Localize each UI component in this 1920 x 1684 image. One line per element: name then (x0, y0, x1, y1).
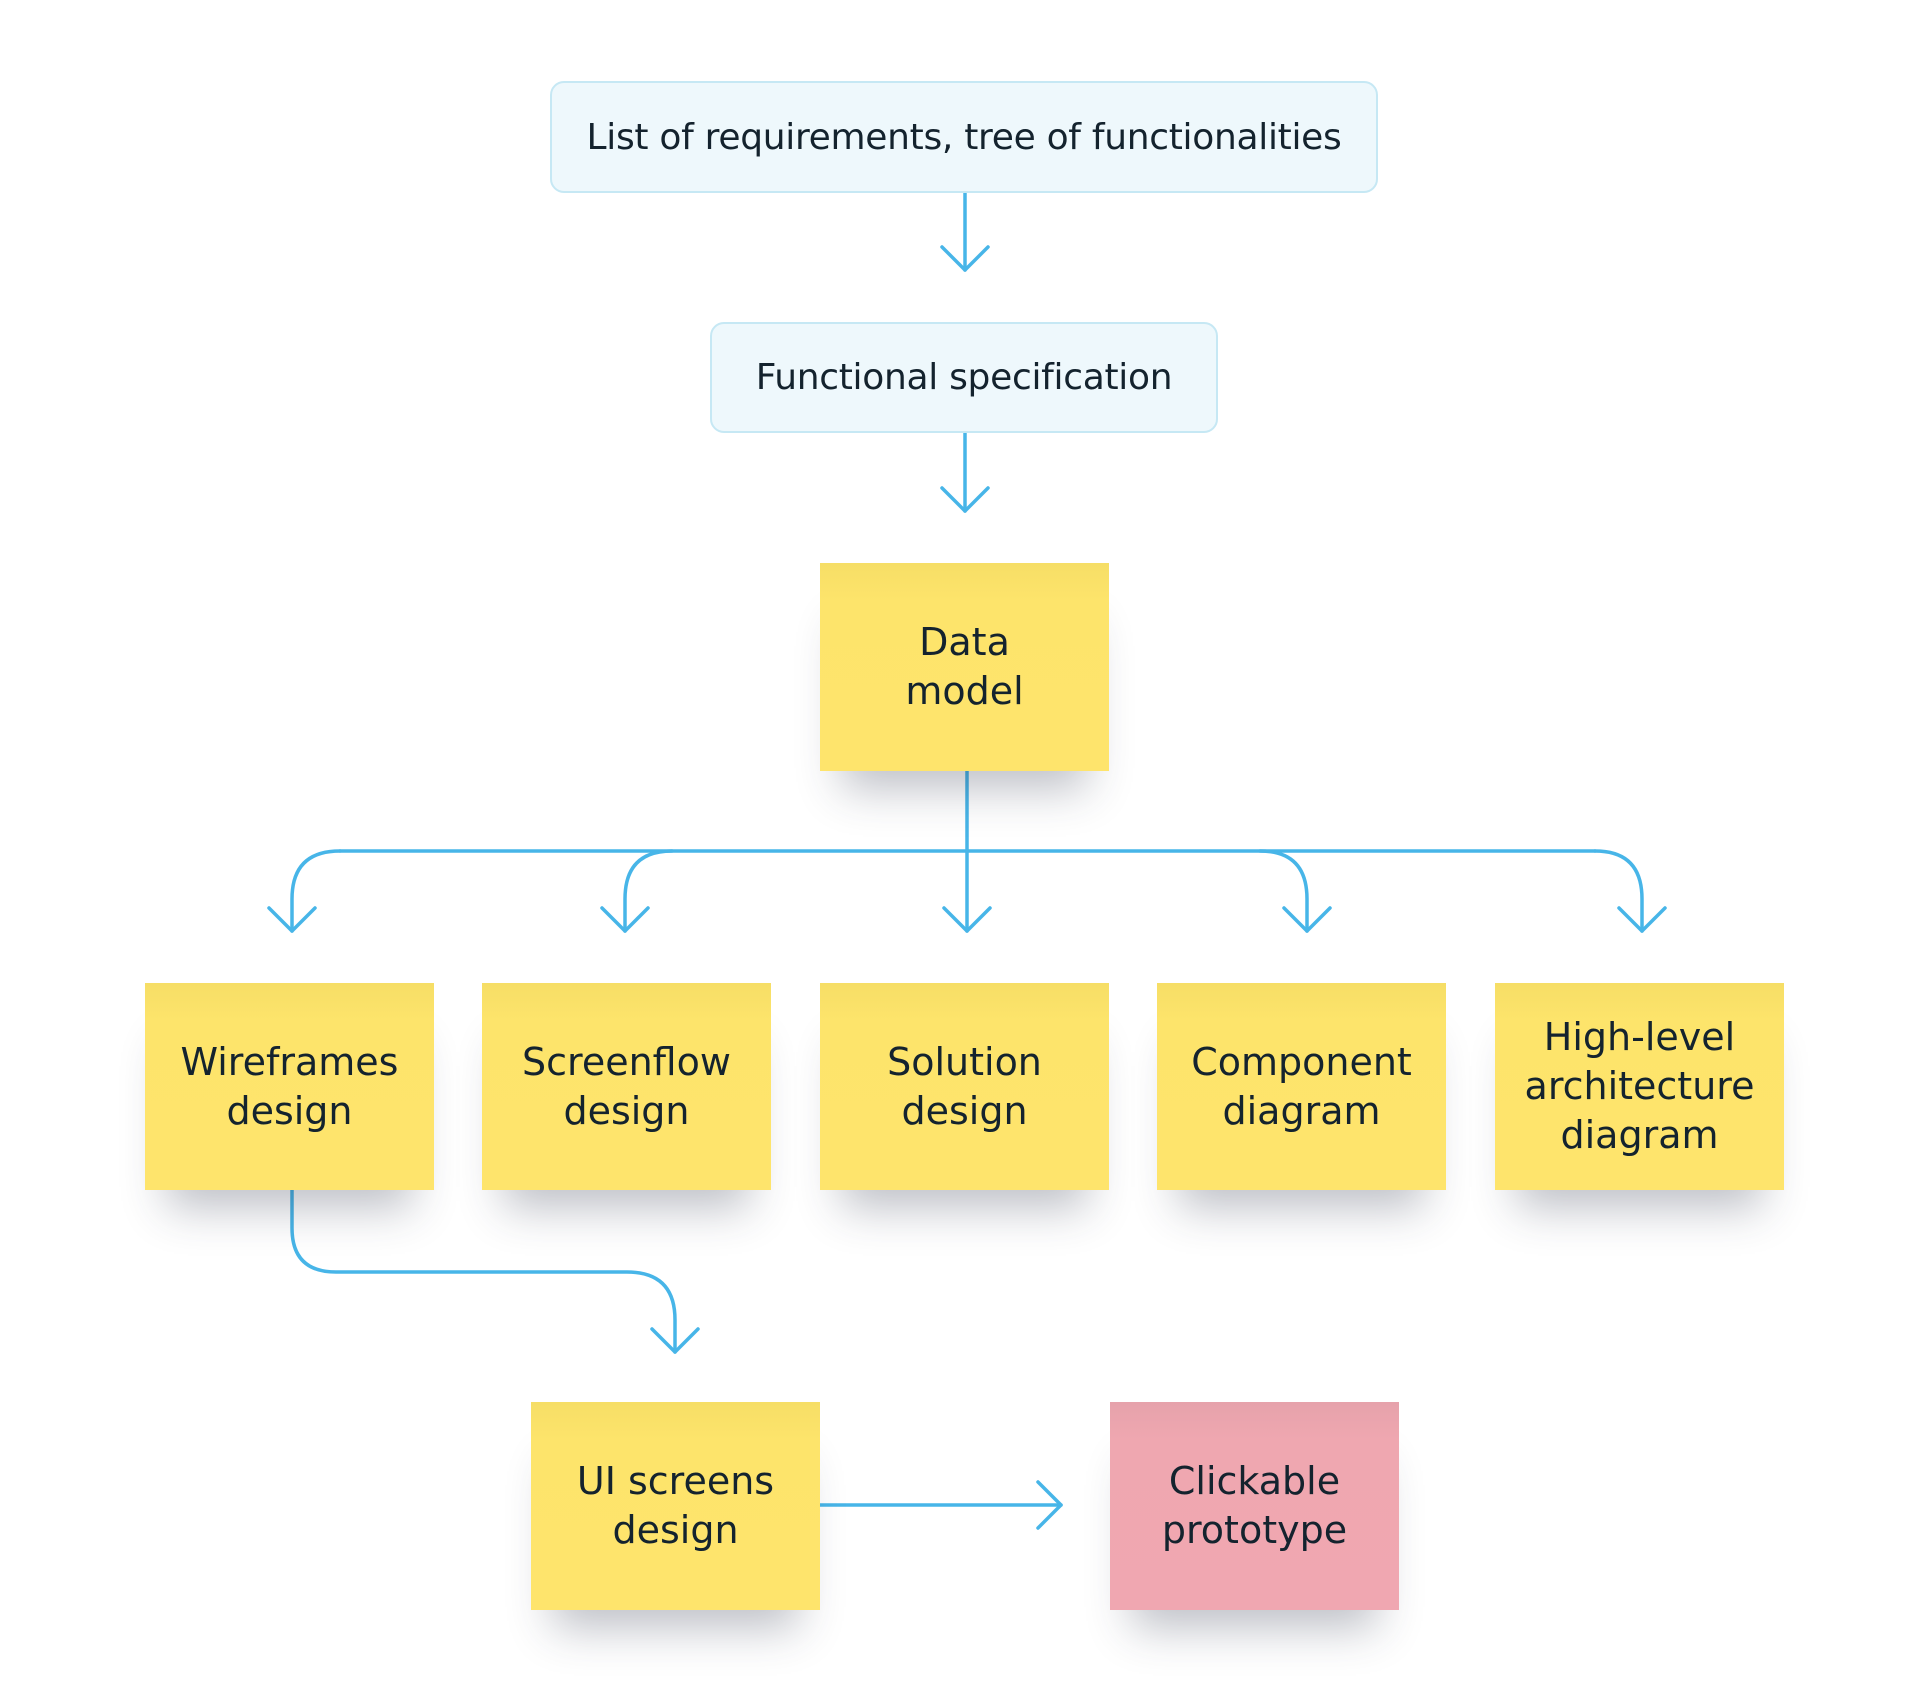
edge-ui-screens-to-prototype (818, 1480, 1063, 1530)
edge-data-model-to-screenflow (600, 849, 674, 933)
edge-data-model-bus (338, 769, 1597, 853)
node-solution-label: Solution design (887, 1039, 1042, 1133)
edge-data-model-to-wireframes (267, 849, 342, 933)
edge-functional-spec-to-data-model (940, 431, 990, 513)
edge-data-model-to-component (1258, 849, 1332, 933)
node-component: Component diagram (1157, 983, 1446, 1190)
node-functional-spec: Functional specification (710, 322, 1218, 433)
edge-data-model-to-solution (942, 849, 992, 933)
node-solution: Solution design (820, 983, 1109, 1190)
node-data-model-label: Data model (905, 620, 1024, 713)
node-screenflow-label: Screenflow design (522, 1039, 731, 1133)
node-wireframes-label: Wireframes design (180, 1039, 399, 1133)
node-screenflow: Screenflow design (482, 983, 771, 1190)
node-component-label: Component diagram (1191, 1039, 1412, 1133)
edge-wireframes-to-ui-screens (290, 1188, 700, 1354)
node-functional-spec-label: Functional specification (755, 357, 1173, 398)
node-ui-screens-label: UI screens design (576, 1459, 775, 1552)
node-architecture: High-level architecture diagram (1495, 983, 1784, 1190)
node-wireframes: Wireframes design (145, 983, 434, 1190)
node-ui-screens: UI screens design (531, 1402, 820, 1610)
node-architecture-label: High-level architecture diagram (1524, 1015, 1755, 1157)
edge-requirements-to-functional-spec (940, 191, 990, 272)
node-data-model: Data model (820, 563, 1109, 771)
node-requirements: List of requirements, tree of functional… (550, 81, 1378, 193)
node-prototype: Clickable prototype (1110, 1402, 1399, 1610)
node-requirements-label: List of requirements, tree of functional… (586, 116, 1342, 158)
edge-data-model-to-architecture (1593, 849, 1667, 933)
node-prototype-label: Clickable prototype (1161, 1459, 1348, 1552)
